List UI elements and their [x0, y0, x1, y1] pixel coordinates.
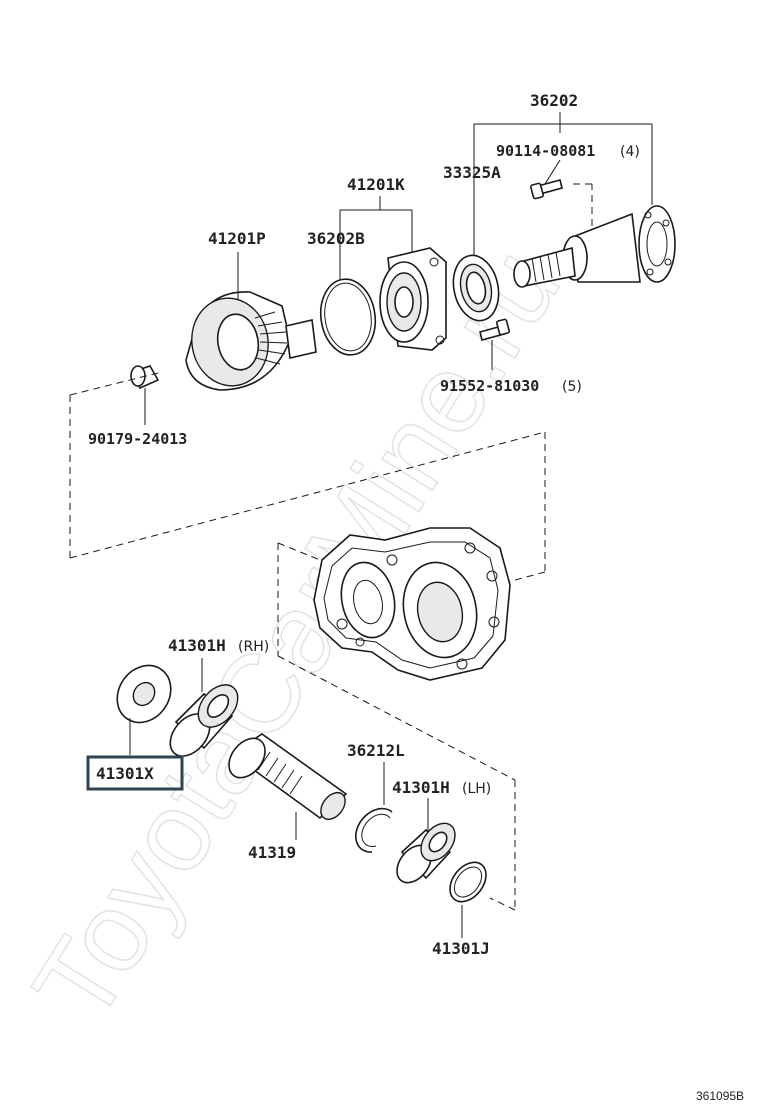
plug-90179-part[interactable] — [130, 365, 160, 425]
label-41201K[interactable]: 41201K — [347, 175, 405, 194]
bolt-90114-part[interactable] — [530, 159, 563, 200]
bolt-91552-part[interactable] — [479, 318, 510, 370]
label-41301J[interactable]: 41301J — [432, 939, 490, 958]
label-36202B[interactable]: 36202B — [307, 229, 365, 248]
ring-41301J-part[interactable] — [443, 855, 494, 938]
bracket-41201K — [339, 196, 413, 282]
washer-41301X-part[interactable] — [106, 655, 181, 755]
label-90114-qty: (4) — [620, 144, 640, 160]
differential-gear-41201P-part[interactable] — [185, 252, 317, 392]
label-90114-08081[interactable]: 90114-08081 — [496, 142, 595, 160]
extension-housing-part[interactable] — [513, 183, 676, 288]
bearing-41301H-lh-part[interactable] — [390, 798, 462, 889]
label-90179-24013[interactable]: 90179-24013 — [88, 430, 187, 448]
label-41301H-lh[interactable]: 41301H — [392, 778, 450, 797]
label-41301X[interactable]: 41301X — [96, 764, 154, 783]
label-91552-qty: (5) — [562, 379, 582, 395]
label-36202[interactable]: 36202 — [530, 91, 578, 110]
shaft-41319-part[interactable] — [222, 731, 350, 840]
label-36212L[interactable]: 36212L — [347, 741, 405, 760]
o-ring-inner-edge — [324, 282, 372, 352]
bearing-retainer-41201K-part[interactable] — [379, 247, 447, 351]
bracket-36202 — [473, 112, 653, 255]
label-33325A[interactable]: 33325A — [443, 163, 501, 182]
label-91552-81030[interactable]: 91552-81030 — [440, 377, 539, 395]
label-41301H-rh[interactable]: 41301H — [168, 636, 226, 655]
figure-reference-number: 361095B — [696, 1089, 744, 1103]
snap-ring-36212L-part[interactable] — [355, 762, 393, 853]
assembly-guide-lines-bottom — [277, 542, 516, 911]
selected-part-highlight — [86, 755, 184, 791]
o-ring-36202B-part[interactable] — [316, 276, 380, 359]
label-41301H-lh-side: (LH) — [462, 781, 491, 797]
label-41301H-rh-side: (RH) — [238, 639, 269, 655]
bearing-41301H-rh-part[interactable] — [162, 658, 245, 764]
oil-seal-33325A-part[interactable] — [448, 251, 505, 325]
label-41319[interactable]: 41319 — [248, 843, 296, 862]
transfer-case-housing — [313, 527, 511, 681]
label-41201P[interactable]: 41201P — [208, 229, 266, 248]
